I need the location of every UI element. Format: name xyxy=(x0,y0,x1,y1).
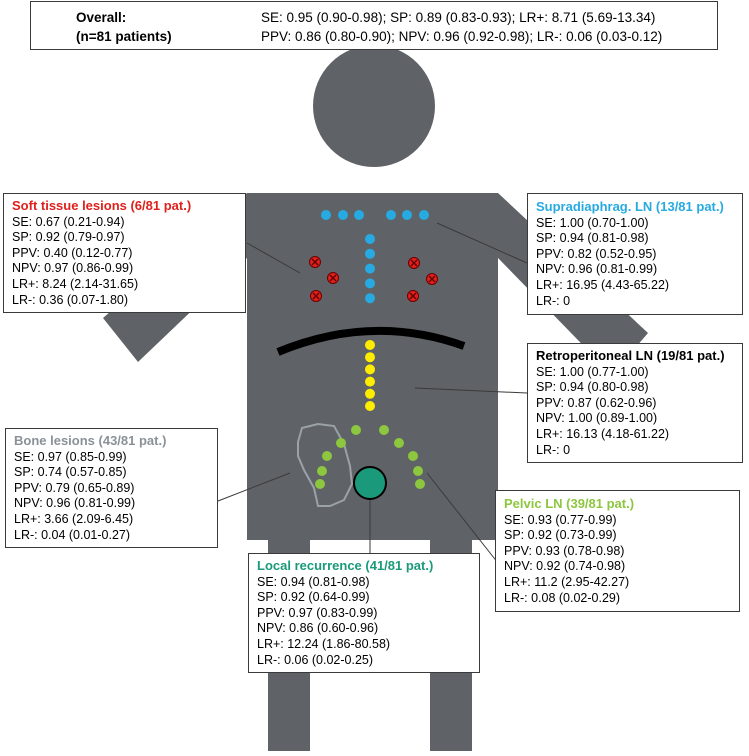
pelvic-node xyxy=(415,479,425,489)
retroperitoneal-node xyxy=(365,376,375,387)
stat-line: PPV: 0.93 (0.78-0.98) xyxy=(504,543,625,558)
supradiaphragmatic-node xyxy=(321,210,331,220)
retroperitoneal-node xyxy=(365,340,375,350)
stat-line: SE: 0.93 (0.77-0.99) xyxy=(504,512,617,527)
head xyxy=(313,45,435,167)
bone-lesions-panel: Bone lesions (43/81 pat.)SE: 0.97 (0.85-… xyxy=(5,428,218,549)
supradiaphragmatic-node xyxy=(365,263,375,274)
stat-line: SP: 0.94 (0.80-0.98) xyxy=(536,380,649,395)
pelvic-node xyxy=(394,438,404,448)
supradiaphragmatic-node xyxy=(365,248,375,259)
local-recurrence-marker xyxy=(353,466,387,500)
soft-tissue-panel: Soft tissue lesions (6/81 pat.)SE: 0.67 … xyxy=(3,193,246,314)
stat-line: PPV: 0.79 (0.65-0.89) xyxy=(14,480,135,495)
panel-title: Soft tissue lesions (6/81 pat.) xyxy=(12,198,192,213)
stat-line: LR+: 16.13 (4.18-61.22) xyxy=(536,426,670,441)
supradiaphragmatic-node xyxy=(338,210,348,220)
stat-line: LR-: 0 xyxy=(536,442,571,457)
stat-line: NPV: 0.97 (0.86-0.99) xyxy=(12,261,134,276)
stat-line: LR+: 16.95 (4.43-65.22) xyxy=(536,277,670,292)
stat-line: LR-: 0 xyxy=(536,293,571,308)
stat-line: LR+: 12.24 (1.86-80.58) xyxy=(257,636,391,651)
panel-title: Supradiaphrag. LN (13/81 pat.) xyxy=(536,199,724,214)
soft-tissue-lesion-marker xyxy=(309,256,321,268)
retroperitoneal-node xyxy=(365,364,375,375)
lesion-markers xyxy=(309,210,438,500)
overall-patient-count: (n=81 patients) xyxy=(76,29,172,44)
overall-stats-line-1: SE: 0.95 (0.90-0.98); SP: 0.89 (0.83-0.9… xyxy=(261,10,656,25)
stat-line: SE: 0.67 (0.21-0.94) xyxy=(12,214,125,229)
pelvic-node xyxy=(315,479,325,489)
stat-line: LR-: 0.06 (0.02-0.25) xyxy=(257,652,374,667)
stat-line: SP: 0.92 (0.64-0.99) xyxy=(257,590,370,605)
panel-title: Bone lesions (43/81 pat.) xyxy=(14,433,167,448)
stat-line: SE: 0.94 (0.81-0.98) xyxy=(257,574,370,589)
panel-title: Pelvic LN (39/81 pat.) xyxy=(504,496,635,511)
stat-line: NPV: 1.00 (0.89-1.00) xyxy=(536,411,658,426)
stat-line: SP: 0.92 (0.79-0.97) xyxy=(12,230,125,245)
stat-line: SP: 0.94 (0.81-0.98) xyxy=(536,231,649,246)
stat-line: SE: 0.97 (0.85-0.99) xyxy=(14,449,127,464)
local-recurrence-panel: Local recurrence (41/81 pat.)SE: 0.94 (0… xyxy=(248,553,480,674)
overall-summary-box: Overall: (n=81 patients) SE: 0.95 (0.90-… xyxy=(30,1,718,50)
stat-line: SE: 1.00 (0.70-1.00) xyxy=(536,215,649,230)
soft-tissue-lesion-marker xyxy=(408,257,420,269)
pelvic-ln-panel: Pelvic LN (39/81 pat.)SE: 0.93 (0.77-0.9… xyxy=(495,490,740,613)
stat-line: NPV: 0.86 (0.60-0.96) xyxy=(257,621,379,636)
stat-line: PPV: 0.97 (0.83-0.99) xyxy=(257,605,378,620)
diaphragm-line xyxy=(276,326,466,356)
soft-tissue-lesion-marker xyxy=(426,273,438,285)
pelvic-node xyxy=(379,425,389,435)
stat-line: LR-: 0.04 (0.01-0.27) xyxy=(14,527,131,542)
retroperitoneal-node xyxy=(365,401,375,411)
overall-label: Overall: xyxy=(76,10,127,25)
retroperitoneal-ln-panel: Retroperitoneal LN (19/81 pat.)SE: 1.00 … xyxy=(527,343,743,464)
stat-line: NPV: 0.96 (0.81-0.99) xyxy=(14,496,136,511)
pelvic-node xyxy=(413,466,423,476)
soft-tissue-lesion-marker xyxy=(407,290,419,302)
supradiaphragmatic-ln-panel: Supradiaphrag. LN (13/81 pat.)SE: 1.00 (… xyxy=(527,193,743,316)
supradiaphragmatic-node xyxy=(365,234,375,244)
supradiaphragmatic-node xyxy=(365,293,375,304)
pelvic-node xyxy=(408,451,418,461)
supradiaphragmatic-node xyxy=(386,210,396,220)
stat-line: LR+: 11.2 (2.95-42.27) xyxy=(504,574,630,589)
callout-line xyxy=(246,242,301,274)
callout-line xyxy=(414,387,528,394)
pelvic-node xyxy=(336,438,346,448)
pelvic-node xyxy=(351,425,361,435)
stat-line: PPV: 0.40 (0.12-0.77) xyxy=(12,245,133,260)
stat-line: PPV: 0.82 (0.52-0.95) xyxy=(536,246,657,261)
pelvic-node xyxy=(317,466,327,476)
stat-line: NPV: 0.92 (0.74-0.98) xyxy=(504,559,626,574)
overall-stats-line-2: PPV: 0.86 (0.80-0.90); NPV: 0.96 (0.92-0… xyxy=(261,29,663,44)
callout-line xyxy=(426,472,499,564)
stat-line: SP: 0.74 (0.57-0.85) xyxy=(14,465,127,480)
stat-line: PPV: 0.87 (0.62-0.96) xyxy=(536,395,657,410)
callout-lines xyxy=(217,222,528,564)
callout-line xyxy=(217,472,291,502)
soft-tissue-lesion-marker xyxy=(327,272,339,284)
bone-lesion-outline xyxy=(297,422,354,507)
panel-title: Retroperitoneal LN (19/81 pat.) xyxy=(536,348,725,363)
stat-line: NPV: 0.96 (0.81-0.99) xyxy=(536,262,658,277)
supradiaphragmatic-node xyxy=(365,278,375,289)
stat-line: LR-: 0.08 (0.02-0.29) xyxy=(504,590,621,605)
pelvic-node xyxy=(322,451,332,461)
supradiaphragmatic-node xyxy=(354,210,364,220)
stat-line: LR+: 3.66 (2.09-6.45) xyxy=(14,511,134,526)
callout-line xyxy=(436,222,528,264)
panel-title: Local recurrence (41/81 pat.) xyxy=(257,558,434,573)
stat-line: LR-: 0.36 (0.07-1.80) xyxy=(12,292,129,307)
supradiaphragmatic-node xyxy=(402,210,412,220)
retroperitoneal-node xyxy=(365,352,375,363)
soft-tissue-lesion-marker xyxy=(310,290,322,302)
stat-line: SP: 0.92 (0.73-0.99) xyxy=(504,528,617,543)
retroperitoneal-node xyxy=(365,388,375,399)
stat-line: LR+: 8.24 (2.14-31.65) xyxy=(12,276,139,291)
supradiaphragmatic-node xyxy=(419,210,429,220)
stat-line: SE: 1.00 (0.77-1.00) xyxy=(536,364,649,379)
